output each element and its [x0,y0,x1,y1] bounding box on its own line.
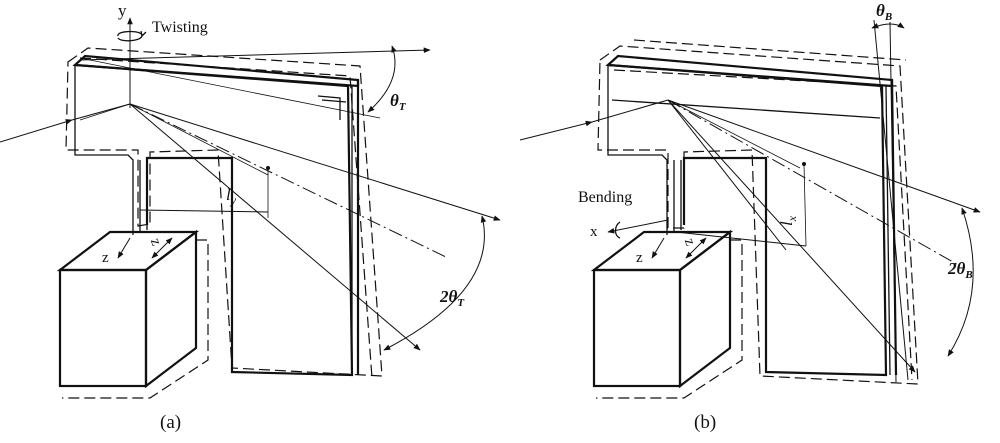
panel-b-bent-top [633,39,907,61]
panel-a-z-rotation-arrow [151,237,173,259]
panel-a-z-arrow [117,237,131,259]
panel-a-twisted-outline [65,47,383,377]
panel-a-mirror [72,54,360,377]
panel-a-caption: (a) [160,412,181,433]
panel-b-mirror [605,54,898,377]
panel-a-2theta-arc [383,215,487,351]
panel-b-bending-label: Bending [578,189,632,206]
panel-a-z-rotated-label: z [147,236,164,248]
panel-b-x-label: x [590,224,598,240]
panel-b-bending-arrow [614,221,621,239]
panel-b-bent-outline [597,45,919,385]
panel-a-beams [0,47,501,351]
panel-a-twisting-label: Twisting [152,19,208,36]
panel-b-lx-label: lx [777,215,799,226]
panel-b-z-rotation-arrow [685,237,707,259]
panel-a-y-axis [117,17,147,108]
panel-b-2theta-label: 2θB [947,259,973,281]
panel-b-x-arrow [607,219,669,234]
panel-b: lx θB 2θB Bending x z z (b) [519,1,981,433]
panel-b-bent-inner [613,69,913,381]
panel-b-z-rotated-label: z [681,236,698,248]
panel-b-lx-dimension [675,162,807,247]
panel-b-theta-label: θB [876,1,892,23]
panel-a-y-label: y [118,1,127,20]
panel-b-theta-arc [871,22,905,29]
panel-b-z-arrow [651,237,665,259]
panel-b-2theta-arc [947,207,974,357]
panel-a-theta-label: θT [390,91,407,113]
panel-a-2theta-label: 2θT [439,287,465,309]
panel-b-base-block [590,229,743,399]
panel-b-caption: (b) [694,412,716,433]
panel-a: y Twisting ly θT 2θT z [0,1,501,433]
panel-a-base-block [56,229,209,399]
panel-a-ly-label: ly [226,185,237,207]
panel-a-ly-dimension [139,166,270,218]
panel-a-theta-arc [367,45,397,113]
panel-a-z-label: z [102,250,109,266]
panel-b-z-label: z [636,250,643,266]
panel-b-beams [519,19,981,383]
